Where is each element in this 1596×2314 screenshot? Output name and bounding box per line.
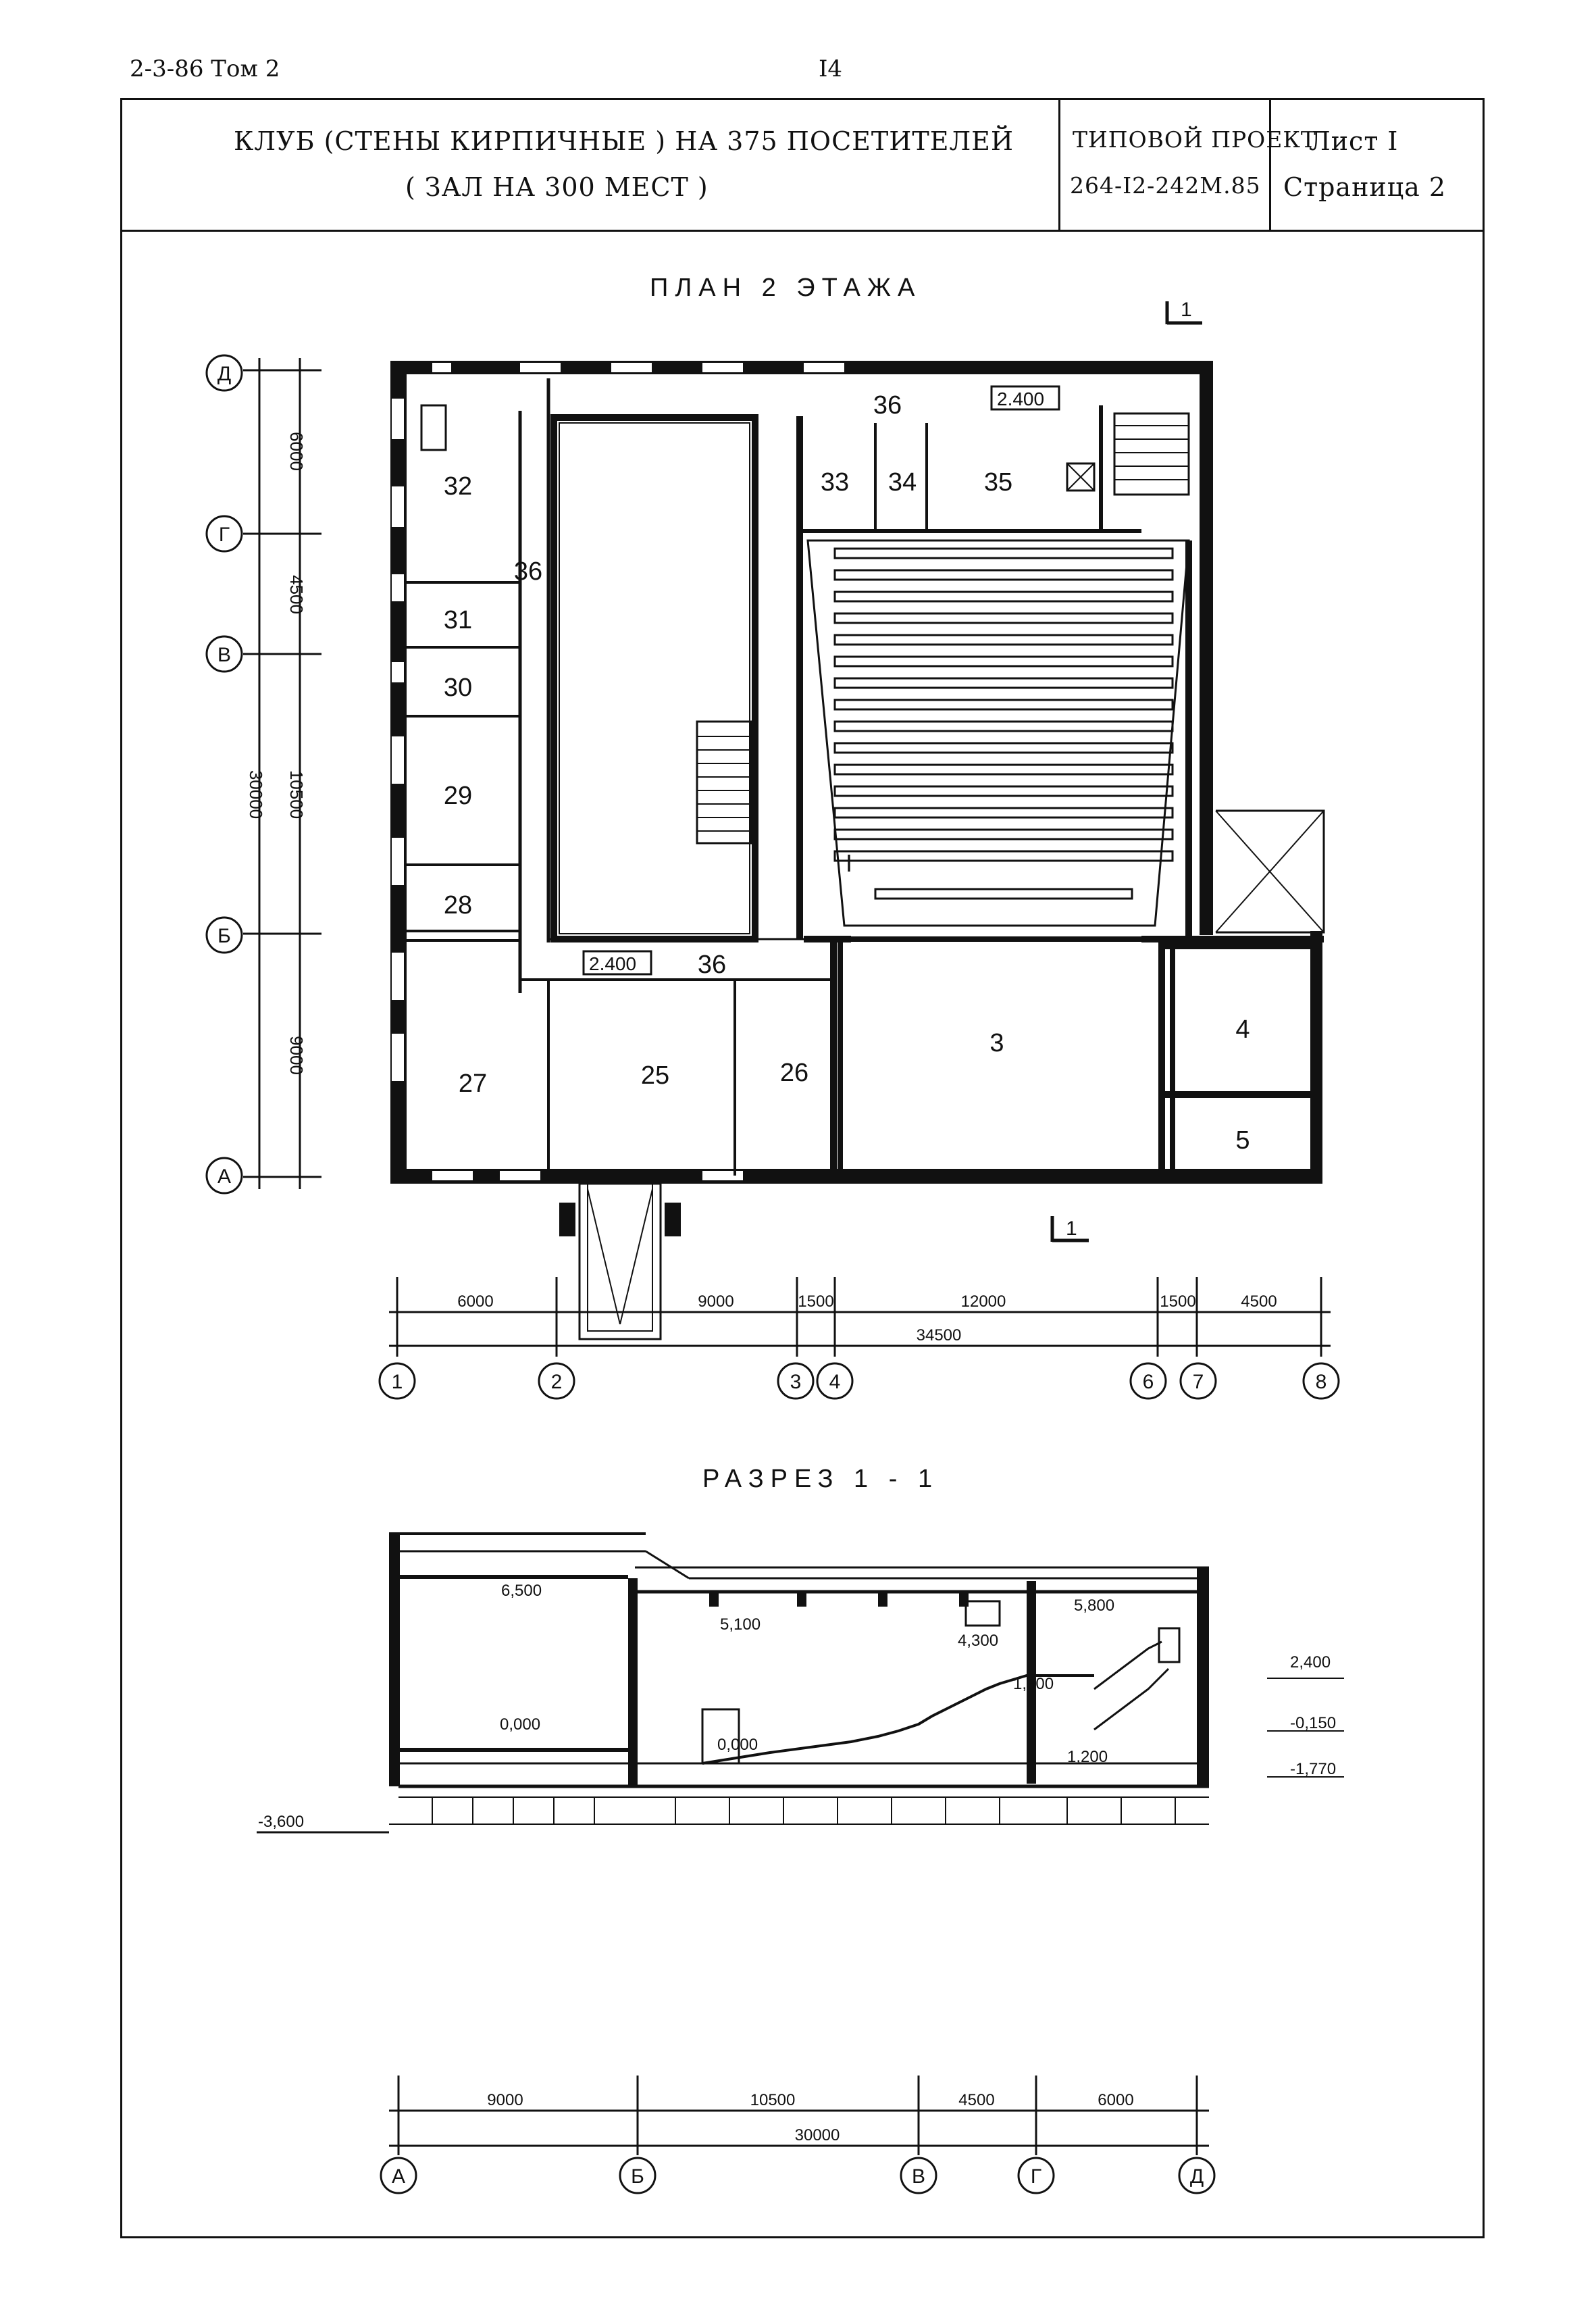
hdim-1500-a: 1500 [798, 1292, 833, 1311]
room-3: 3 [989, 1029, 1004, 1057]
elevation-tag-top: 2.400 [997, 388, 1044, 409]
section-mark-top-label: 1 [1181, 299, 1192, 321]
section-axis-A: А [392, 2165, 405, 2188]
section-axis-V: В [912, 2165, 925, 2188]
room-27: 27 [459, 1070, 487, 1098]
room-32: 32 [444, 472, 472, 501]
page-number: I4 [819, 55, 843, 82]
level-0000-hall: 0,000 [717, 1736, 758, 1754]
hdim-1500-b: 1500 [1160, 1292, 1195, 1311]
section-marker-top [1165, 301, 1202, 325]
elevation-tag-corridor: 2.400 [589, 953, 636, 974]
level-2400: 2,400 [1290, 1653, 1331, 1671]
room-34: 34 [888, 468, 917, 497]
stepped-seating [702, 1674, 1094, 1765]
room-30: 30 [444, 674, 472, 702]
plan-caption: ПЛАН 2 ЭТАЖА [650, 274, 922, 302]
room-26: 26 [780, 1059, 808, 1087]
loading-ramp [1216, 809, 1325, 934]
room-36-left: 36 [514, 557, 542, 586]
axis-1: 1 [392, 1371, 403, 1393]
room-31: 31 [444, 606, 472, 634]
room-5: 5 [1235, 1126, 1250, 1155]
room-36-corridor: 36 [698, 951, 726, 979]
vdim-4500: 4500 [286, 575, 307, 614]
room-4: 4 [1235, 1015, 1250, 1044]
section-axis-G: Г [1031, 2165, 1041, 2188]
level-1500: 1,500 [1013, 1675, 1054, 1693]
hdim-total: 34500 [917, 1326, 962, 1344]
axis-V: В [217, 644, 231, 666]
level-4300: 4,300 [958, 1632, 998, 1650]
hdim-9000: 9000 [698, 1292, 733, 1311]
level-5100: 5,100 [720, 1615, 761, 1634]
hdim-6000: 6000 [457, 1292, 493, 1311]
sdim-4500: 4500 [958, 2091, 994, 2109]
hdim-12000: 12000 [961, 1292, 1006, 1311]
axis-4: 4 [829, 1371, 841, 1393]
level-0000-left: 0,000 [500, 1715, 540, 1734]
room-29: 29 [444, 782, 472, 810]
axis-7: 7 [1193, 1371, 1204, 1393]
sdim-6000: 6000 [1098, 2091, 1133, 2109]
level-1200: 1,200 [1067, 1748, 1108, 1766]
rear-stair [1093, 1640, 1170, 1731]
room-25: 25 [641, 1061, 669, 1090]
section-axis-B: Б [631, 2165, 644, 2188]
section-marker-bottom [1050, 1216, 1089, 1242]
sdim-9000: 9000 [487, 2091, 523, 2109]
sheet-cell: Лист I Страница 2 [1271, 98, 1481, 230]
auditorium-outline [806, 539, 1190, 927]
sdim-total: 30000 [795, 2126, 840, 2144]
vdim-9000: 9000 [286, 1036, 307, 1075]
axis-D: Д [217, 363, 231, 385]
window-openings [392, 363, 844, 1180]
sheet-frame [120, 98, 1485, 2238]
room-35: 35 [984, 468, 1012, 497]
level-minus-1770: -1,770 [1290, 1760, 1336, 1778]
vdim-6000: 6000 [286, 432, 307, 471]
title-line-2: ( ЗАЛ НА 300 МЕСТ ) [405, 172, 709, 202]
axis-A: А [217, 1165, 231, 1188]
axis-2: 2 [551, 1371, 563, 1393]
vdim-10500: 10500 [286, 770, 307, 819]
section-caption: РАЗРЕЗ 1 - 1 [702, 1465, 939, 1493]
seat-row-mark: I [846, 849, 852, 877]
section-mark-bottom-label: 1 [1066, 1217, 1077, 1240]
project-cell: ТИПОВОЙ ПРОЕКТ 264-I2-242М.85 [1060, 98, 1316, 230]
level-minus-3600: -3,600 [258, 1813, 304, 1831]
level-5800: 5,800 [1074, 1596, 1114, 1615]
section-axis-D: Д [1190, 2165, 1204, 2188]
level-minus-0150: -0,150 [1290, 1714, 1336, 1732]
seat-rows [833, 547, 1174, 900]
title-cell: КЛУБ (СТЕНЫ КИРПИЧНЫЕ ) НА 375 ПОСЕТИТЕЛ… [120, 98, 1060, 230]
axis-6: 6 [1143, 1371, 1154, 1393]
project-label: ТИПОВОЙ ПРОЕКТ [1073, 126, 1316, 153]
project-code: 264-I2-242М.85 [1070, 172, 1261, 199]
room-36-top: 36 [873, 391, 902, 420]
axis-B: Б [217, 925, 231, 947]
axis-G: Г [219, 524, 230, 546]
page-label: Страница 2 [1283, 172, 1447, 202]
room-33: 33 [821, 468, 849, 497]
room-28: 28 [444, 891, 472, 920]
sheet-label: Лист I [1309, 126, 1399, 156]
title-line-1: КЛУБ (СТЕНЫ КИРПИЧНЫЕ ) НА 375 ПОСЕТИТЕЛ… [234, 126, 1014, 156]
outer-wall-right [1200, 361, 1213, 935]
hdim-4500: 4500 [1241, 1292, 1277, 1311]
outer-wall-top [390, 361, 1208, 374]
vdim-total: 30000 [246, 770, 266, 819]
title-block: КЛУБ (СТЕНЫ КИРПИЧНЫЕ ) НА 375 ПОСЕТИТЕЛ… [120, 98, 1485, 232]
level-6500: 6,500 [501, 1582, 542, 1600]
axis-3: 3 [790, 1371, 802, 1393]
axis-8: 8 [1316, 1371, 1327, 1393]
document-code: 2-3-86 Том 2 [130, 55, 280, 82]
sdim-10500: 10500 [750, 2091, 796, 2109]
